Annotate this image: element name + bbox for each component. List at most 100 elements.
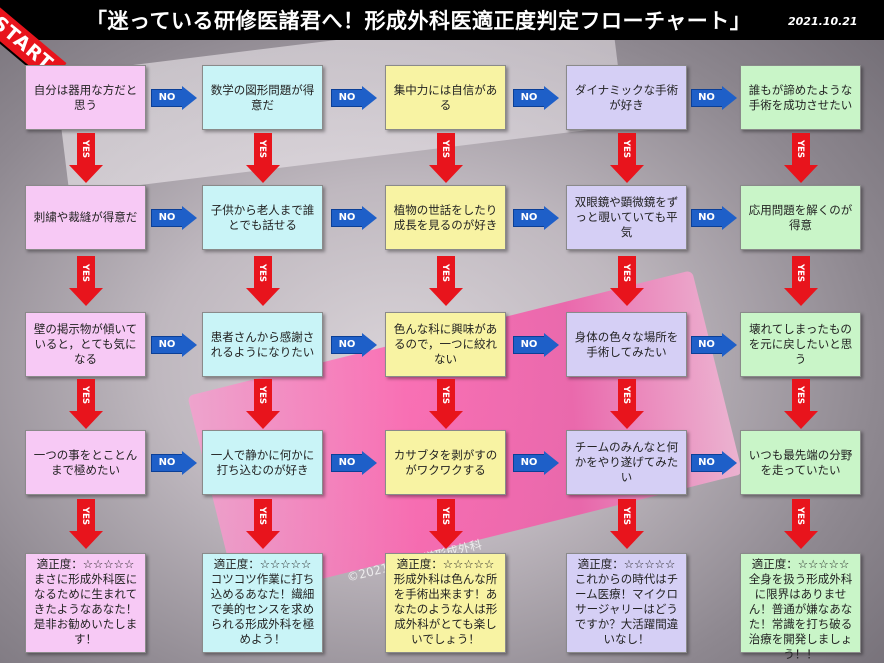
question-box: 一人で静かに何かに打ち込むのが好き <box>202 430 323 495</box>
yes-label: YES <box>795 263 806 282</box>
question-box: 壊れてしまったものを元に戻したいと思う <box>740 312 861 377</box>
yes-arrow: YES <box>609 132 644 183</box>
yes-arrow: YES <box>428 256 463 306</box>
yes-arrow: YES <box>68 378 103 429</box>
arrow-head-icon <box>362 205 377 230</box>
arrow-head-icon <box>245 531 280 549</box>
page-title: 「迷っている研修医諸君へ！形成外科医適正度判定フローチャート」 <box>86 9 752 33</box>
arrow-head-icon <box>68 410 103 429</box>
arrow-head-icon <box>721 450 737 475</box>
arrow-head-icon <box>609 164 644 183</box>
result-box: 適正度：☆☆☆☆☆ まさに形成外科医になるために生まれてきたようなあなた！是非お… <box>25 553 146 653</box>
yes-label: YES <box>80 263 91 282</box>
result-box: 適正度：☆☆☆☆☆ コツコツ作業に打ち込めるあなた！繊細で美的センスを求められる… <box>202 553 323 653</box>
yes-arrow: YES <box>783 132 818 183</box>
no-label: NO <box>151 208 183 227</box>
arrow-head-icon <box>721 205 737 230</box>
no-label: NO <box>690 453 723 472</box>
yes-label: YES <box>621 506 632 525</box>
question-box: 色んな科に興味があるので，一つに絞れない <box>385 312 506 377</box>
result-box: 適正度：☆☆☆☆☆ これからの時代はチーム医療！マイクロサージャリーはどうですか… <box>566 553 687 653</box>
question-box: 刺繍や裁縫が得意だ <box>25 185 146 250</box>
yes-arrow: YES <box>609 499 644 549</box>
no-arrow: NO <box>151 332 197 357</box>
yes-label: YES <box>257 506 268 525</box>
arrow-head-icon <box>68 164 103 183</box>
question-box: 子供から老人まで誰とでも話せる <box>202 185 323 250</box>
yes-label: YES <box>257 263 268 282</box>
arrow-head-icon <box>544 332 559 357</box>
arrow-head-icon <box>544 450 559 475</box>
question-box: カサブタを剥がすのがワクワクする <box>385 430 506 495</box>
yes-label: YES <box>440 506 451 525</box>
arrow-head-icon <box>609 531 644 549</box>
yes-arrow: YES <box>245 256 280 306</box>
question-box: 数学の図形問題が得意だ <box>202 65 323 130</box>
yes-arrow: YES <box>245 499 280 549</box>
arrow-head-icon <box>783 164 818 183</box>
no-label: NO <box>513 208 545 227</box>
question-box: 双眼鏡や顕微鏡をずっと覗いていても平気 <box>566 185 687 250</box>
question-box: 誰もが諦めたような手術を成功させたい <box>740 65 861 130</box>
no-label: NO <box>690 208 723 227</box>
yes-arrow: YES <box>68 132 103 183</box>
arrow-head-icon <box>245 288 280 306</box>
yes-label: YES <box>795 139 806 159</box>
arrow-head-icon <box>182 205 197 230</box>
yes-arrow: YES <box>783 499 818 549</box>
no-arrow: NO <box>513 332 559 357</box>
question-box: 植物の世話をしたり成長を見るのが好き <box>385 185 506 250</box>
arrow-head-icon <box>721 85 737 110</box>
yes-label: YES <box>440 263 451 282</box>
question-box: いつも最先端の分野を走っていたい <box>740 430 861 495</box>
yes-label: YES <box>795 385 806 405</box>
no-label: NO <box>331 208 363 227</box>
no-arrow: NO <box>331 85 377 110</box>
yes-label: YES <box>795 506 806 525</box>
no-label: NO <box>151 88 183 107</box>
title-bar <box>0 0 884 40</box>
arrow-head-icon <box>544 85 559 110</box>
yes-arrow: YES <box>428 378 463 429</box>
arrow-head-icon <box>182 85 197 110</box>
yes-label: YES <box>621 263 632 282</box>
no-arrow: NO <box>151 450 197 475</box>
no-arrow: NO <box>331 332 377 357</box>
yes-label: YES <box>257 385 268 405</box>
result-box: 適正度：☆☆☆☆☆ 全身を扱う形成外科に限界はありません！普通が嫌なあなた！常識… <box>740 553 861 661</box>
no-label: NO <box>513 335 545 354</box>
yes-arrow: YES <box>68 499 103 549</box>
no-arrow: NO <box>151 85 197 110</box>
arrow-head-icon <box>362 332 377 357</box>
no-arrow: NO <box>513 85 559 110</box>
yes-arrow: YES <box>68 256 103 306</box>
question-box: 壁の掲示物が傾いていると，とても気になる <box>25 312 146 377</box>
arrow-head-icon <box>609 288 644 306</box>
arrow-head-icon <box>362 85 377 110</box>
no-label: NO <box>151 453 183 472</box>
yes-label: YES <box>621 139 632 159</box>
arrow-head-icon <box>245 410 280 429</box>
arrow-head-icon <box>783 288 818 306</box>
no-arrow: NO <box>513 450 559 475</box>
yes-label: YES <box>440 139 451 159</box>
no-label: NO <box>331 88 363 107</box>
question-box: 一つの事をとことんまで極めたい <box>25 430 146 495</box>
arrow-head-icon <box>783 410 818 429</box>
yes-arrow: YES <box>245 132 280 183</box>
no-label: NO <box>151 335 183 354</box>
no-arrow: NO <box>690 332 737 357</box>
no-arrow: NO <box>331 205 377 230</box>
yes-label: YES <box>621 385 632 405</box>
yes-arrow: YES <box>609 378 644 429</box>
arrow-head-icon <box>544 205 559 230</box>
question-box: 自分は器用な方だと思う <box>25 65 146 130</box>
question-box: チームのみんなと何かをやり遂げてみたい <box>566 430 687 495</box>
arrow-head-icon <box>182 332 197 357</box>
arrow-head-icon <box>428 164 463 183</box>
result-box: 適正度：☆☆☆☆☆ 形成外科は色んな所を手術出来ます！あなたのような人は形成外科… <box>385 553 506 653</box>
no-arrow: NO <box>690 205 737 230</box>
yes-label: YES <box>80 506 91 525</box>
no-arrow: NO <box>151 205 197 230</box>
